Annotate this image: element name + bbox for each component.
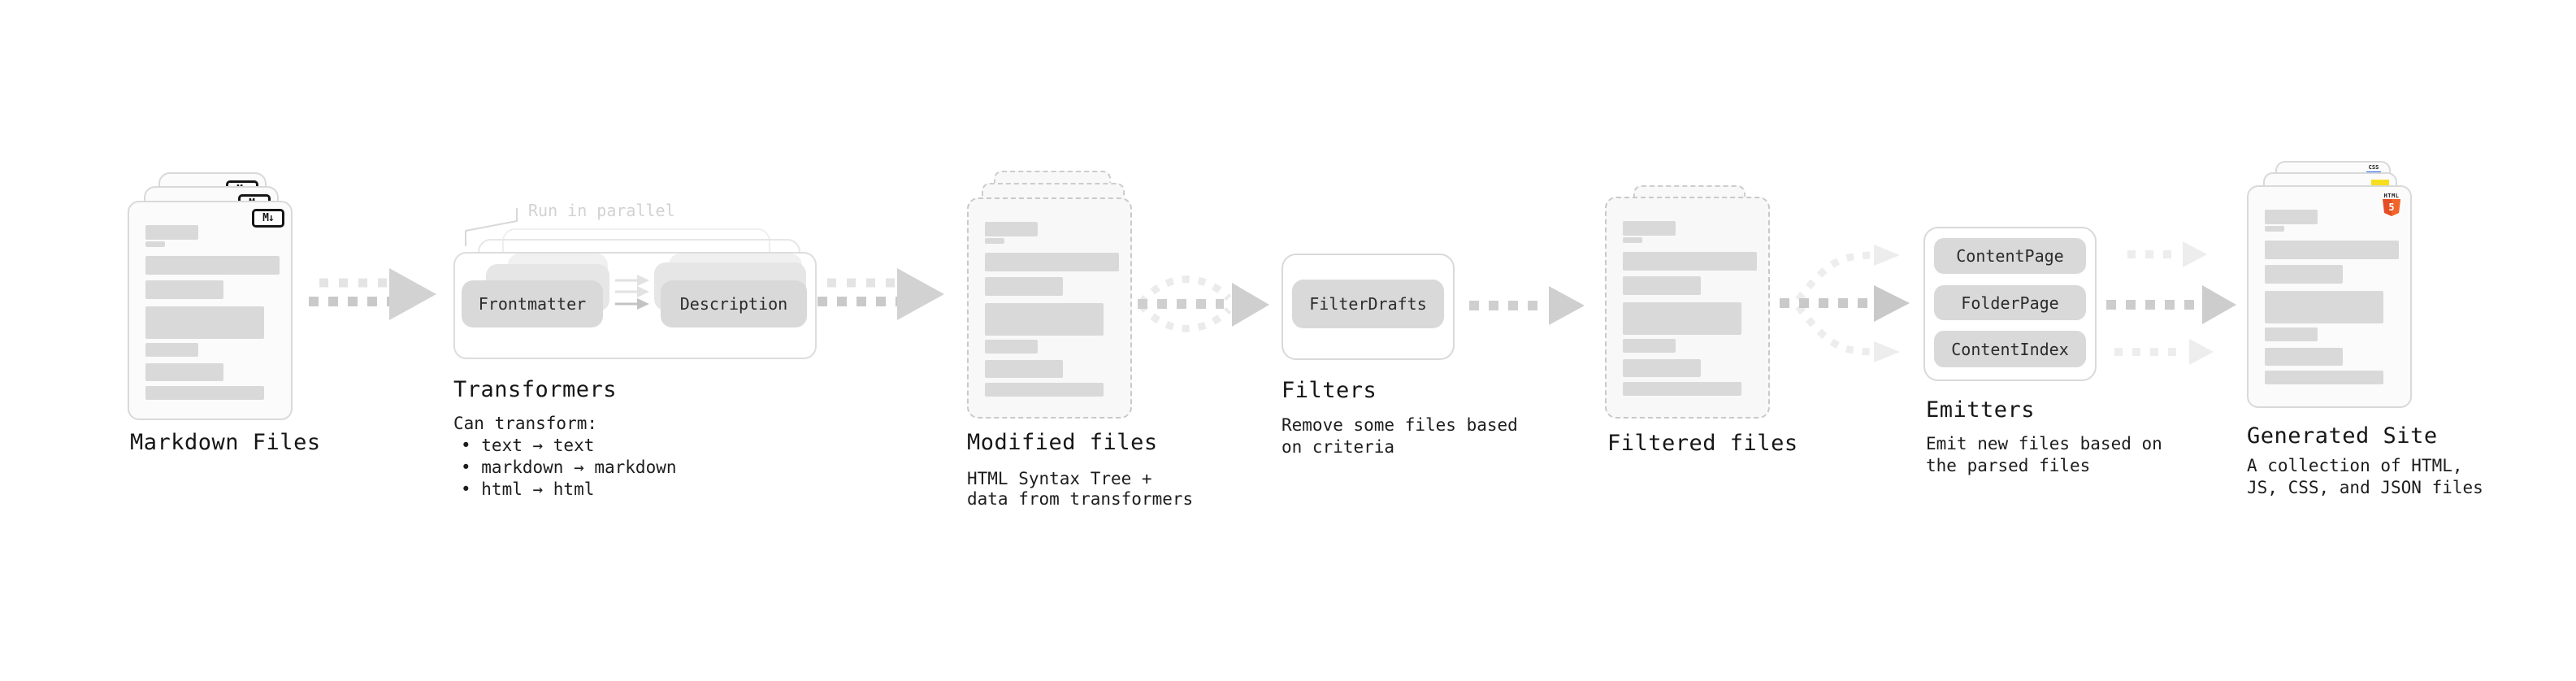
text-line-bar	[2265, 210, 2318, 224]
text-line-bar	[145, 225, 198, 240]
filters-subtitle: on criteria	[1281, 437, 1395, 457]
text-line-bar	[985, 222, 1038, 236]
text-line-bar	[145, 343, 198, 357]
html5-icon-label: HTML	[2383, 193, 2400, 199]
stage-title-generated-site: Generated Site	[2247, 423, 2438, 449]
text-line-bar	[2265, 327, 2318, 341]
emitter-pill-folderpage: FolderPage	[1934, 285, 2086, 320]
emitter-pill-contentindex: ContentIndex	[1934, 331, 2086, 367]
transformers-heading: Can transform:	[453, 414, 598, 433]
text-line-bar	[145, 386, 264, 400]
generated-card-html: HTML 5	[2247, 185, 2412, 408]
html5-icon: HTML 5	[2381, 193, 2402, 220]
text-line-bar	[985, 383, 1104, 397]
modified-subtitle: data from transformers	[967, 489, 1194, 509]
markdown-file-card-front: M↓	[128, 201, 293, 420]
text-line-bar	[2265, 371, 2383, 384]
arrow-filters-to-filtered	[1469, 286, 1585, 325]
stage-title-transformers: Transformers	[453, 377, 618, 402]
html5-shield: 5	[2383, 199, 2400, 216]
transformers-bullet: • markdown → markdown	[461, 458, 677, 477]
text-line-bar	[1623, 252, 1757, 271]
text-line-bar	[145, 241, 165, 247]
css-icon-label: CSS	[2368, 164, 2379, 171]
run-in-parallel-note: Run in parallel	[528, 201, 675, 220]
text-line-bar	[985, 340, 1038, 354]
text-line-bar	[2265, 348, 2343, 366]
filters-subtitle: Remove some files based	[1281, 415, 1518, 435]
stage-title-filters: Filters	[1281, 378, 1377, 403]
generated-subtitle: JS, CSS, and JSON files	[2247, 478, 2483, 497]
modified-file-doc	[967, 197, 1132, 419]
text-line-bar	[2265, 265, 2343, 284]
text-line-bar	[985, 360, 1063, 378]
text-line-bar	[145, 256, 280, 275]
emitter-pill-contentpage: ContentPage	[1934, 238, 2086, 274]
transformer-pill-description: Description	[661, 280, 807, 327]
text-line-bar	[1623, 359, 1701, 377]
text-line-bar	[985, 253, 1119, 271]
filtered-file-doc	[1605, 197, 1770, 419]
text-line-bar	[1623, 339, 1676, 353]
text-line-bar	[985, 303, 1104, 336]
markdown-icon-label: M↓	[262, 212, 275, 224]
stage-title-modified-files: Modified files	[967, 430, 1158, 455]
text-line-bar	[145, 306, 264, 339]
stage-title-markdown-files: Markdown Files	[130, 430, 321, 455]
text-line-bar	[1623, 302, 1741, 335]
text-line-bar	[2265, 291, 2383, 323]
emitters-subtitle: the parsed files	[1926, 456, 2091, 475]
arrow-markdown-to-transformers	[309, 268, 436, 320]
javascript-icon	[2371, 180, 2389, 187]
text-line-bar	[985, 238, 1004, 244]
stage-title-filtered-files: Filtered files	[1607, 431, 1798, 456]
filter-pill-filterdrafts: FilterDrafts	[1292, 280, 1444, 328]
text-line-bar	[145, 280, 223, 299]
arrow-filtered-to-emitters	[1780, 245, 1910, 362]
text-line-bar	[1623, 382, 1741, 396]
transformer-pill-frontmatter: Frontmatter	[462, 280, 603, 327]
stage-title-emitters: Emitters	[1926, 397, 2036, 423]
transformers-bullet: • html → html	[461, 479, 595, 499]
modified-subtitle: HTML Syntax Tree +	[967, 469, 1152, 488]
arrow-modified-to-filters	[1138, 275, 1269, 332]
svg-text:5: 5	[2388, 202, 2394, 213]
emitters-subtitle: Emit new files based on	[1926, 434, 2162, 453]
text-line-bar	[1623, 276, 1701, 295]
text-line-bar	[145, 363, 223, 381]
text-line-bar	[2265, 241, 2399, 259]
text-line-bar	[985, 277, 1063, 296]
generated-subtitle: A collection of HTML,	[2247, 456, 2463, 475]
arrow-transformers-to-modified	[817, 268, 944, 320]
text-line-bar	[1623, 221, 1676, 236]
text-line-bar	[2265, 226, 2284, 232]
arrow-emitters-to-generated	[2106, 241, 2236, 365]
text-line-bar	[1623, 237, 1642, 243]
markdown-icon: M↓	[252, 209, 284, 228]
transformers-bullet: • text → text	[461, 436, 595, 455]
